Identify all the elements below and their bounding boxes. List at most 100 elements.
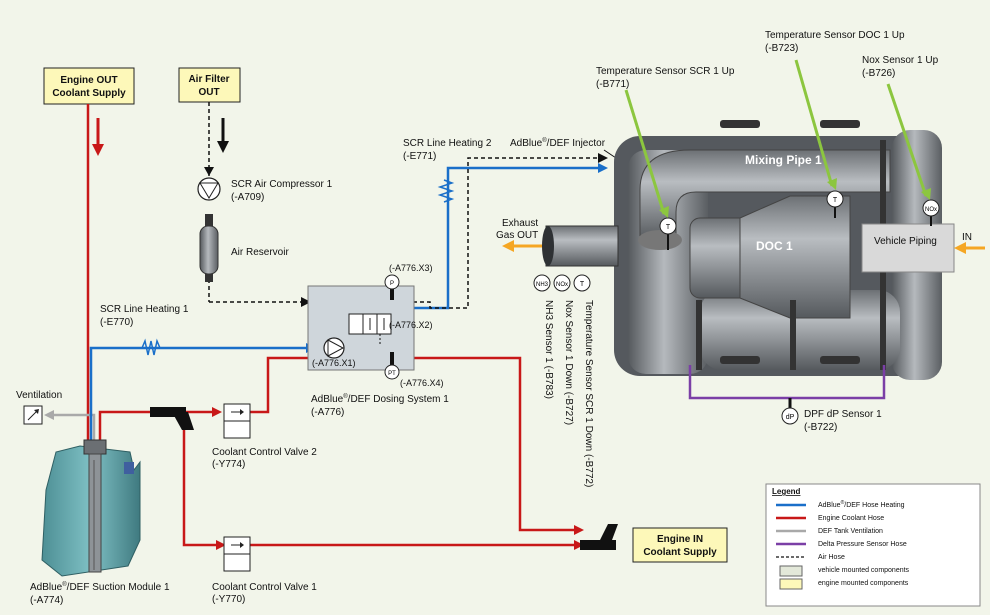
air-compressor-id: (-A709) <box>231 192 264 203</box>
air-arrowhead-1 <box>301 297 311 307</box>
air-flow-arrow <box>217 118 229 153</box>
legend-item: DEF Tank Ventilation <box>776 528 883 535</box>
pressure-sensor-p-label: P <box>390 281 394 287</box>
injector-pointer <box>603 149 617 159</box>
valve-1-name: Coolant Control Valve 1 <box>212 582 317 593</box>
legend-label: engine mounted components <box>818 580 909 587</box>
engine-out-line-2: Coolant Supply <box>52 88 126 99</box>
line-heating-1-name: SCR Line Heating 1 <box>100 304 189 315</box>
legend-item: Delta Pressure Sensor Hose <box>776 541 907 548</box>
nox-up-symbol: NOx <box>925 207 937 213</box>
legend-label: Delta Pressure Sensor Hose <box>818 541 907 548</box>
legend-item: Air Hose <box>776 554 845 561</box>
nh3-sensor-label: NH3 Sensor 1 (-B783) <box>543 300 554 399</box>
engine-in-coolant-box: Engine IN Coolant Supply <box>632 527 728 563</box>
air-reservoir-label: Air Reservoir <box>231 247 289 258</box>
sensor-pointers <box>624 59 928 215</box>
dpf-dp-sensor: dP <box>781 398 799 425</box>
air-filter-line-1: Air Filter <box>188 74 229 85</box>
line-heating-1-coil <box>141 338 161 356</box>
exhaust-out-arrow <box>502 240 542 252</box>
ventilation-symbol <box>23 405 43 425</box>
line-heating-2-id: (-E771) <box>403 151 436 162</box>
valve-2-id: (-Y774) <box>212 459 245 470</box>
ventilation-label: Ventilation <box>16 390 62 401</box>
engine-in-line-1: Engine IN <box>657 534 703 545</box>
line-heating-2-name: SCR Line Heating 2 <box>403 138 492 149</box>
port-x3: (-A776.X3) <box>389 263 433 273</box>
sensor-scr-up-name: Temperature Sensor SCR 1 Up <box>596 66 735 77</box>
temp-down-symbol: T <box>580 281 585 288</box>
legend-item: AdBlue®/DEF Hose Heating <box>776 499 905 509</box>
mixing-pipe-label: Mixing Pipe 1 <box>745 153 822 167</box>
delta-pressure-hose <box>688 365 886 400</box>
def-hoses <box>89 166 604 440</box>
valve-1-id: (-Y770) <box>212 594 245 605</box>
air-compressor-name: SCR Air Compressor 1 <box>231 179 333 190</box>
air-filter-out-box: Air Filter OUT <box>178 67 241 103</box>
port-x4: (-A776.X4) <box>400 378 444 388</box>
nox-down-sensor-label: Nox Sensor 1 Down (-B727) <box>563 300 574 425</box>
legend-label: AdBlue®/DEF Hose Heating <box>818 499 905 509</box>
dosing-pump-symbol <box>323 337 345 359</box>
sensor-nox-up-id: (-B726) <box>862 68 895 79</box>
dpf-sensor-id: (-B722) <box>804 422 837 433</box>
suction-module-id: (-A774) <box>30 595 63 606</box>
pressure-sensor-p: P <box>384 274 400 300</box>
temp-scr-up-symbol: T <box>666 224 671 231</box>
legend-title: Legend <box>772 487 801 496</box>
coolant-t-junction-1 <box>150 407 194 430</box>
air-arrowhead-3 <box>204 167 214 176</box>
coolant-control-valve-1 <box>223 536 251 572</box>
def-arrowhead-2 <box>598 163 608 173</box>
coolant-t-junction-2 <box>580 524 618 550</box>
legend-item: Engine Coolant Hose <box>776 515 884 522</box>
legend-item: vehicle mounted components <box>779 565 910 577</box>
valve-2-name: Coolant Control Valve 2 <box>212 447 317 458</box>
legend-swatch <box>779 578 803 590</box>
line-heating-1-id: (-E770) <box>100 317 133 328</box>
engine-in-line-2: Coolant Supply <box>643 547 717 558</box>
nh3-sensor: NH3 <box>533 274 551 292</box>
nox-down-sensor: NOx <box>553 274 571 292</box>
exhaust-in-arrow <box>954 242 985 254</box>
air-filter-line-2: OUT <box>198 87 219 98</box>
legend-label: Air Hose <box>818 554 845 561</box>
air-arrowhead-2 <box>598 153 608 163</box>
exhaust-out-line-1: Exhaust <box>502 218 538 229</box>
sensor-scr-up-id: (-B771) <box>596 79 629 90</box>
coolant-flow-arrow <box>92 118 104 156</box>
sensor-doc-up-id: (-B723) <box>765 43 798 54</box>
engine-out-line-1: Engine OUT <box>60 75 117 86</box>
in-label: IN <box>962 232 972 243</box>
legend-label: Engine Coolant Hose <box>818 515 884 522</box>
doc-label: DOC 1 <box>756 239 793 253</box>
aftertreatment-unit <box>542 120 955 380</box>
nox-down-symbol: NOx <box>556 282 568 288</box>
legend-swatch <box>779 565 803 577</box>
legend-label: DEF Tank Ventilation <box>818 528 883 535</box>
ventilation-hose <box>50 413 96 440</box>
suction-module-tank <box>41 439 141 577</box>
scr-air-compressor <box>197 177 221 201</box>
line-heating-2-coil <box>437 179 455 203</box>
suction-module-name: AdBlue®/DEF Suction Module 1 <box>30 581 170 593</box>
air-reservoir <box>199 214 219 282</box>
dosing-system-id: (-A776) <box>311 407 344 418</box>
temp-down-sensor-label: Temperature Sensor SCR 1 Down (-B772) <box>583 300 594 487</box>
sensor-pointer-heads <box>659 178 931 218</box>
dosing-valve-symbol <box>348 313 392 345</box>
dpf-sensor-name: DPF dP Sensor 1 <box>804 409 882 420</box>
nox-up-sensor: NOx <box>922 199 940 226</box>
dp-symbol: dP <box>786 414 795 421</box>
temp-scr-up-sensor: T <box>659 217 677 250</box>
temp-down-sensor: T <box>573 274 591 292</box>
nh3-symbol: NH3 <box>536 282 549 288</box>
port-x1: (-A776.X1) <box>312 358 356 368</box>
dosing-system-name: AdBlue®/DEF Dosing System 1 <box>311 393 449 405</box>
legend-label: vehicle mounted components <box>818 567 910 574</box>
exhaust-out-line-2: Gas OUT <box>496 230 538 241</box>
